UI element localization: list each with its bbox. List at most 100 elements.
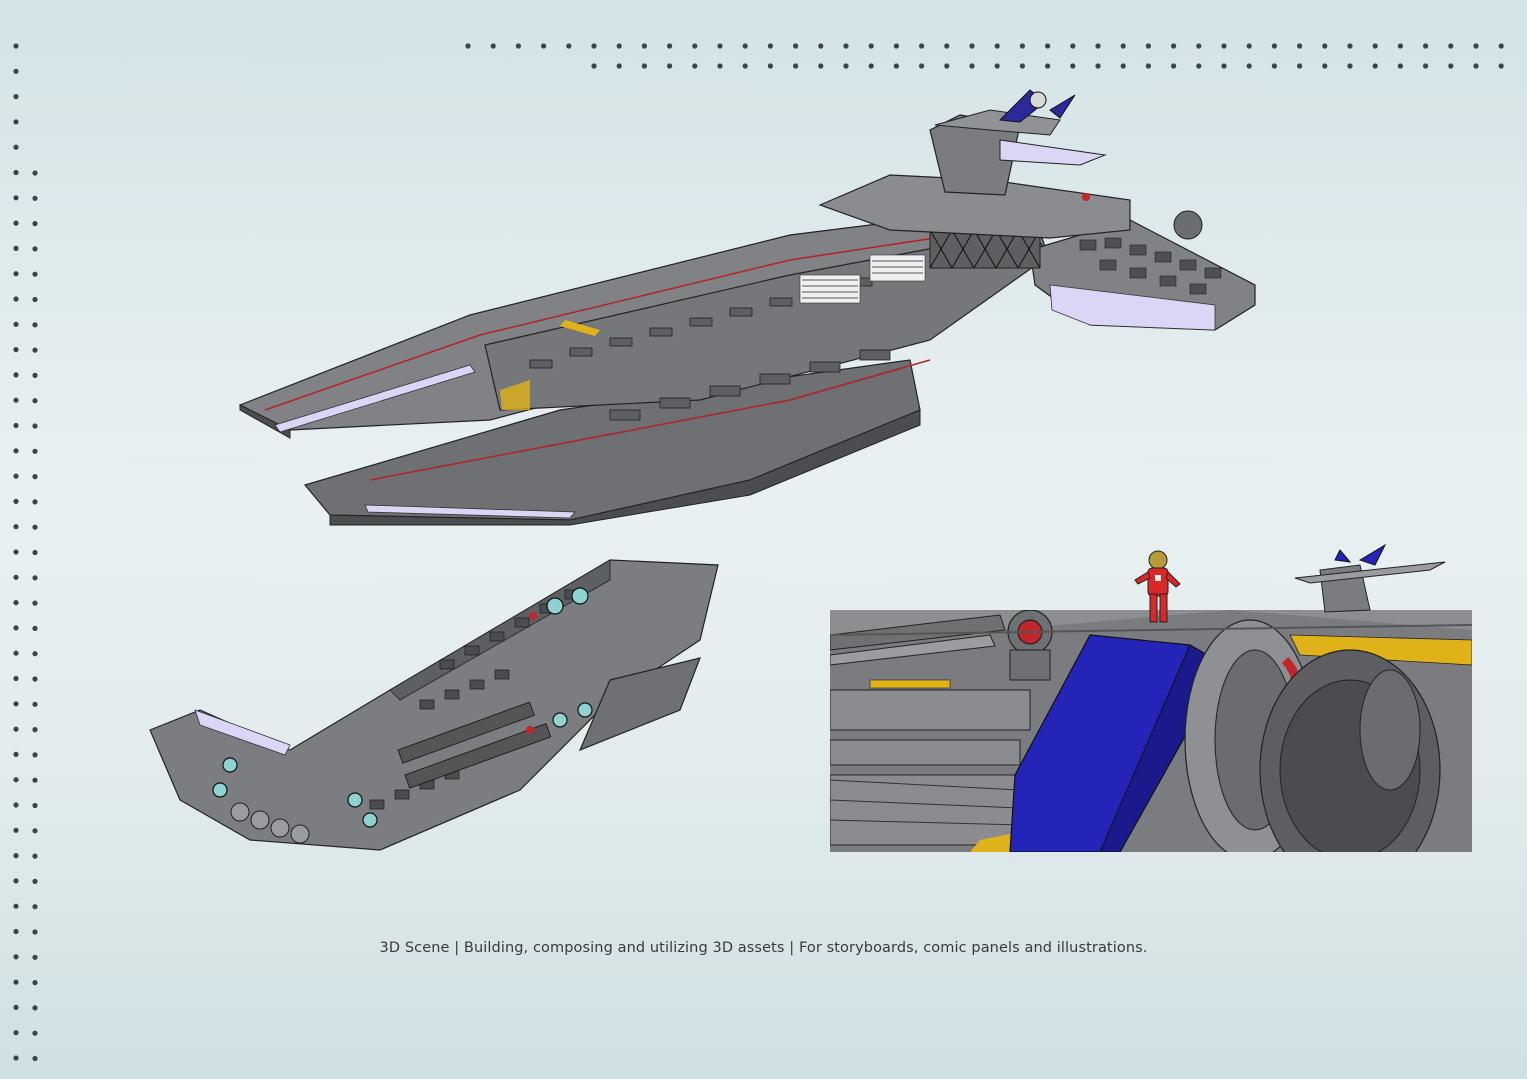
decor-dot xyxy=(994,63,1000,69)
decor-dot xyxy=(32,246,38,252)
decor-dot xyxy=(767,43,774,49)
decor-dot xyxy=(32,802,38,809)
decor-dot xyxy=(1145,43,1151,49)
decor-dot xyxy=(591,63,597,69)
decor-dot xyxy=(32,752,38,758)
decor-dot xyxy=(667,63,673,69)
decor-dot xyxy=(1019,43,1025,49)
decor-dot xyxy=(969,63,975,69)
decor-dot xyxy=(767,63,774,69)
decor-dot xyxy=(1045,43,1051,49)
decor-dot xyxy=(32,954,38,960)
decor-dot xyxy=(13,1004,19,1011)
decor-dot xyxy=(541,43,547,49)
decor-dot xyxy=(32,170,38,176)
decor-dot xyxy=(641,63,648,69)
decor-dot xyxy=(32,853,38,859)
decor-dot xyxy=(32,474,38,480)
decor-dot xyxy=(32,195,38,201)
decor-dot xyxy=(13,1055,19,1061)
decor-dot xyxy=(717,63,723,69)
decor-dot xyxy=(32,322,38,328)
decor-dot xyxy=(32,423,38,429)
decor-dot xyxy=(717,43,723,49)
decor-dot xyxy=(13,954,19,960)
decor-dot xyxy=(868,63,874,69)
decor-dot xyxy=(13,802,19,808)
decor-dot xyxy=(1196,43,1202,49)
decor-dot xyxy=(1397,43,1403,49)
decor-dot xyxy=(13,751,19,758)
decor-dot xyxy=(13,94,19,100)
decor-dot xyxy=(1246,63,1252,69)
decor-dot xyxy=(1271,43,1277,49)
decor-dot xyxy=(13,979,19,985)
decor-dot xyxy=(1171,43,1177,49)
decor-dot xyxy=(32,524,38,530)
decor-dot xyxy=(742,63,748,69)
decor-dot xyxy=(1347,43,1353,49)
decor-dot xyxy=(13,600,19,606)
decor-dot xyxy=(32,777,38,783)
decor-dot xyxy=(32,499,38,505)
decor-dot xyxy=(818,43,824,49)
decor-dot xyxy=(1120,43,1126,49)
decor-dot xyxy=(13,1030,19,1036)
decor-dot xyxy=(32,372,38,378)
decor-dot xyxy=(893,43,900,49)
decor-dot xyxy=(13,220,19,226)
decor-dot xyxy=(1347,63,1353,69)
decor-dot xyxy=(13,448,19,454)
decor-dot xyxy=(32,929,38,935)
decor-dot xyxy=(32,398,38,404)
decor-dot xyxy=(32,676,38,682)
decor-dot xyxy=(1246,43,1252,49)
decor-dot xyxy=(13,853,19,859)
decor-dot xyxy=(490,43,496,49)
decor-dot xyxy=(13,827,19,833)
decor-dot xyxy=(641,43,648,49)
decor-dot xyxy=(1498,63,1504,69)
astronaut-closeup-render xyxy=(830,543,1472,852)
decor-dot xyxy=(13,574,19,580)
decor-dot xyxy=(32,727,38,733)
decor-dot xyxy=(1221,43,1227,49)
decor-dot xyxy=(1322,63,1328,69)
decor-dot xyxy=(13,675,19,682)
decor-dot xyxy=(1473,43,1479,49)
caption-text: 3D Scene | Building, composing and utili… xyxy=(379,940,1148,956)
decor-dot xyxy=(13,903,19,909)
decor-dot xyxy=(994,43,1000,49)
decor-dot xyxy=(13,245,19,251)
decor-dot xyxy=(868,43,874,49)
decor-dot xyxy=(1196,63,1202,69)
decor-dot xyxy=(1297,63,1303,69)
decor-dot xyxy=(818,63,824,69)
decor-dot xyxy=(969,43,975,49)
decor-dot xyxy=(32,625,38,632)
decor-dot xyxy=(944,43,950,49)
decor-dot xyxy=(13,195,19,201)
decor-dot xyxy=(1448,43,1454,49)
decor-dot xyxy=(1322,43,1328,49)
decor-dot xyxy=(32,701,38,707)
decor-dot xyxy=(13,372,19,378)
decor-dot xyxy=(13,650,19,656)
decor-dot xyxy=(32,1005,38,1011)
decor-dot xyxy=(32,600,38,606)
decor-dot xyxy=(13,271,19,277)
decor-dot xyxy=(13,498,19,504)
decor-dot xyxy=(32,221,38,227)
decor-dot xyxy=(13,878,19,884)
decor-dot xyxy=(667,43,673,49)
decor-dot xyxy=(13,144,19,150)
decor-dot xyxy=(1070,63,1076,69)
decor-dot xyxy=(13,68,19,74)
decor-dot xyxy=(742,43,748,49)
decor-dot xyxy=(13,549,19,555)
decor-dot xyxy=(32,651,38,657)
decor-dot xyxy=(32,904,38,910)
decor-dot xyxy=(616,43,622,49)
starship-bottom-view-render xyxy=(149,559,719,851)
